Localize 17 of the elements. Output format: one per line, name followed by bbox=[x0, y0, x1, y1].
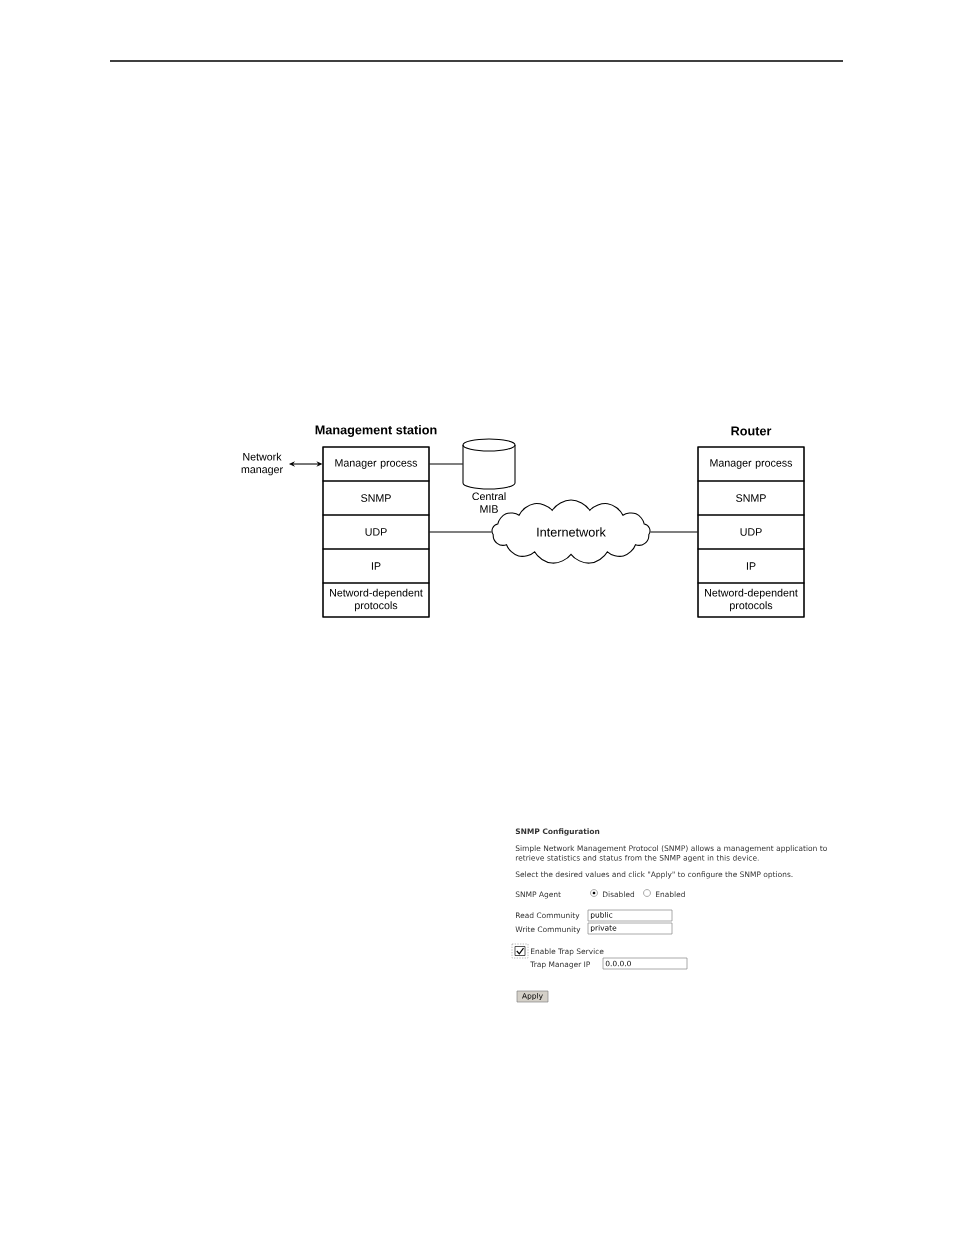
layer-box: UDP bbox=[697, 514, 805, 550]
connector bbox=[429, 463, 464, 465]
layer-box: Manager process bbox=[322, 446, 430, 482]
node-caption: Central MIB bbox=[472, 492, 506, 513]
layer-box: Netword-dependent protocols bbox=[322, 582, 430, 618]
layer-box: Netword-dependent protocols bbox=[697, 582, 805, 618]
layer-box: IP bbox=[322, 548, 430, 584]
endpoint-label: Network manager bbox=[241, 452, 283, 476]
stack-heading: Management station bbox=[315, 425, 437, 437]
connector bbox=[649, 531, 698, 533]
layer-box: UDP bbox=[322, 514, 430, 550]
connector bbox=[429, 531, 493, 533]
layer-box: IP bbox=[697, 548, 805, 584]
layer-box: SNMP bbox=[322, 480, 430, 516]
layer-box: Manager process bbox=[697, 446, 805, 482]
layer-box: SNMP bbox=[697, 480, 805, 516]
stack-heading: Router bbox=[731, 426, 772, 436]
